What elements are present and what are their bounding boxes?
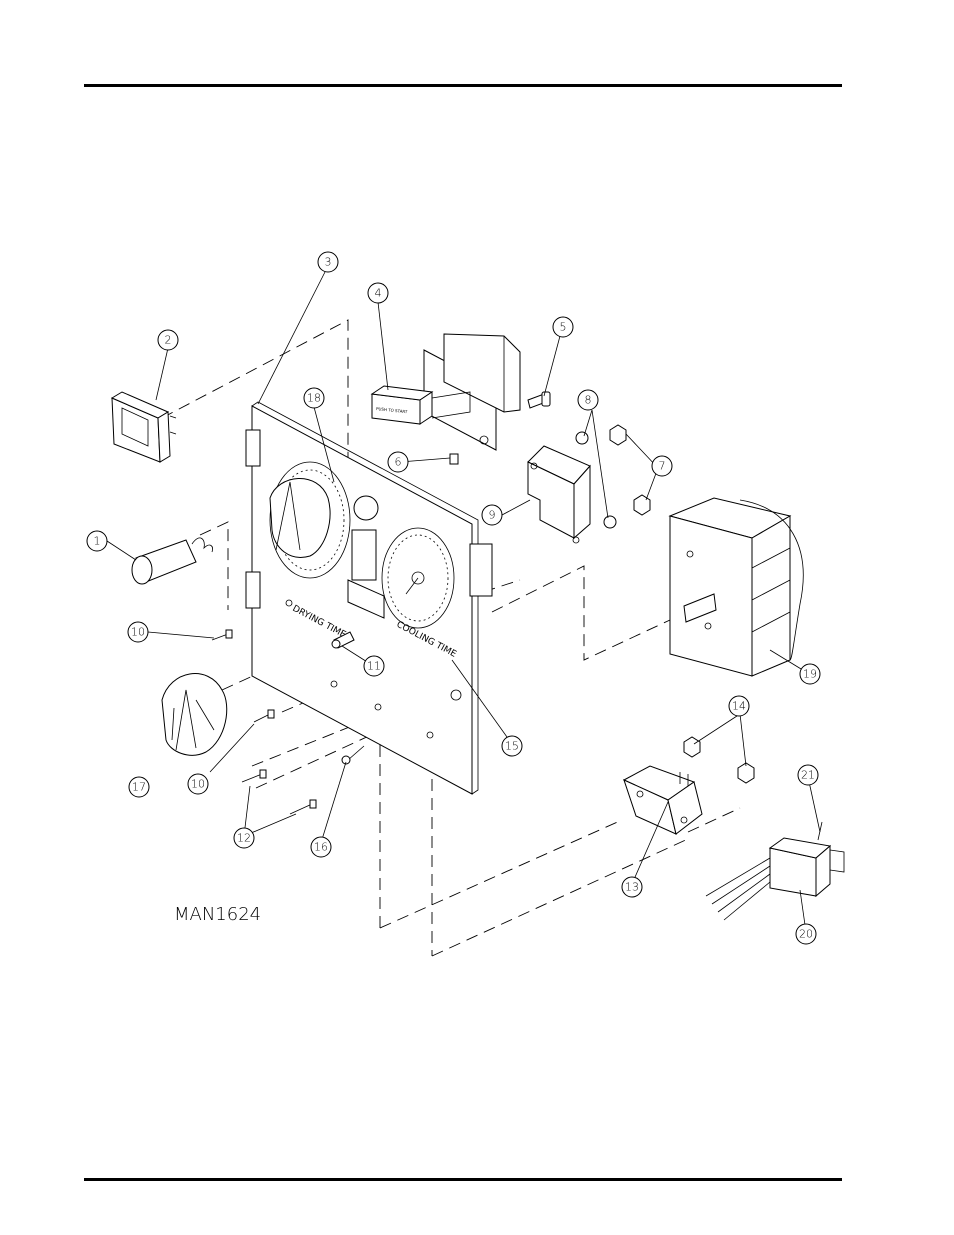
svg-text:9: 9 (489, 509, 496, 522)
svg-text:15: 15 (505, 740, 519, 753)
callout-7: 7 (652, 456, 672, 476)
panel-tab-right (470, 544, 492, 596)
callout-9: 9 (482, 505, 502, 525)
buzzer (624, 766, 702, 834)
indicator-lamp (132, 538, 213, 584)
svg-text:16: 16 (314, 841, 328, 854)
callout-16: 16 (311, 837, 331, 857)
timer-bracket (528, 446, 590, 543)
indicator-hole (354, 496, 378, 520)
callout-15: 15 (502, 736, 522, 756)
callout-13: 13 (622, 877, 642, 897)
callout-1: 1 (87, 531, 107, 551)
svg-text:20: 20 (799, 928, 813, 941)
callout-8: 8 (578, 390, 598, 410)
svg-text:10: 10 (191, 778, 205, 791)
svg-text:7: 7 (659, 460, 666, 473)
rocker-switch (112, 392, 176, 462)
svg-text:4: 4 (375, 287, 382, 300)
panel-tab-top (246, 430, 260, 466)
svg-text:13: 13 (625, 881, 639, 894)
drawing-id: MAN1624 (174, 904, 261, 925)
svg-text:12: 12 (237, 832, 251, 845)
drying-knob (270, 478, 330, 557)
callout-10-upper: 10 (128, 622, 148, 642)
svg-text:6: 6 (395, 456, 402, 469)
push-to-start-switch: PUSH TO START (372, 334, 520, 450)
callout-6: 6 (388, 452, 408, 472)
panel-tab-bottom (246, 572, 260, 608)
callout-12: 12 (234, 828, 254, 848)
svg-text:5: 5 (560, 321, 567, 334)
svg-text:14: 14 (732, 700, 746, 713)
callout-3: 3 (318, 252, 338, 272)
svg-text:1: 1 (94, 535, 101, 548)
callout-19: 19 (800, 664, 820, 684)
callout-10-lower: 10 (188, 774, 208, 794)
svg-text:17: 17 (132, 781, 146, 794)
switch-window (352, 530, 376, 580)
svg-text:19: 19 (803, 668, 817, 681)
callout-2: 2 (158, 330, 178, 350)
connector (706, 822, 844, 920)
callout-14: 14 (729, 696, 749, 716)
callout-17: 17 (129, 777, 149, 797)
timer (670, 498, 803, 676)
callout-5: 5 (553, 317, 573, 337)
svg-text:2: 2 (165, 334, 172, 347)
callout-18: 18 (304, 388, 324, 408)
svg-text:11: 11 (367, 660, 381, 673)
callout-20: 20 (796, 924, 816, 944)
svg-text:3: 3 (325, 256, 332, 269)
callout-4: 4 (368, 283, 388, 303)
svg-text:8: 8 (585, 394, 592, 407)
svg-text:21: 21 (801, 769, 815, 782)
timer-knob (162, 674, 227, 756)
screw-5 (528, 392, 550, 408)
svg-text:10: 10 (131, 626, 145, 639)
callout-11: 11 (364, 656, 384, 676)
clip-6 (450, 454, 458, 464)
callout-21: 21 (798, 765, 818, 785)
svg-text:18: 18 (307, 392, 321, 405)
